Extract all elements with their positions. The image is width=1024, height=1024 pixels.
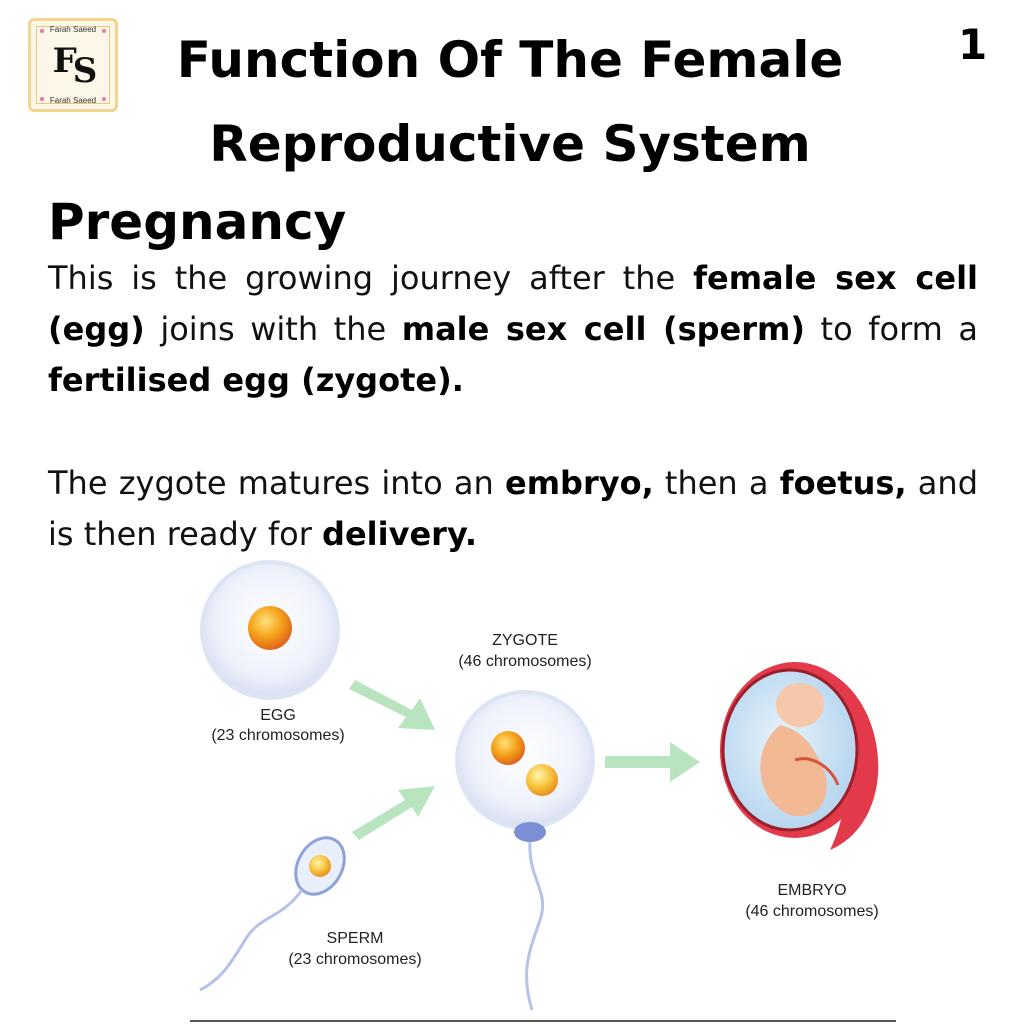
section-heading: Pregnancy <box>48 193 347 251</box>
logo-frame <box>36 26 110 104</box>
arrow-zygote-to-embryo <box>605 742 700 782</box>
term-zygote: fertilised egg (zygote). <box>48 361 464 399</box>
sperm-chromosomes: (23 chromosomes) <box>288 951 421 968</box>
egg-chromosomes: (23 chromosomes) <box>211 727 344 744</box>
term-male-sex-cell: male sex cell (sperm) <box>401 310 805 348</box>
arrow-egg-to-zygote <box>349 680 435 730</box>
brand-logo: Farah Saeed FS Farah Saeed <box>28 18 118 112</box>
zygote-chromosomes: (46 chromosomes) <box>458 653 591 670</box>
paragraph-fertilisation: This is the growing journey after the fe… <box>48 259 979 399</box>
fertilisation-diagram: EGG (23 chromosomes) ZYGOTE (46 chromoso… <box>190 560 896 1022</box>
sperm-label: SPERM <box>327 930 384 947</box>
title-line-2: Reproductive System <box>209 115 811 173</box>
embryo-label: EMBRYO <box>777 882 846 899</box>
term-embryo: embryo, <box>504 464 654 502</box>
page-number: 1 <box>958 20 988 69</box>
logo-dot <box>102 29 106 33</box>
page-title: Function Of The Female Reproductive Syst… <box>130 18 890 186</box>
logo-dot <box>40 97 44 101</box>
zygote-cell <box>455 690 595 1011</box>
logo-dot <box>40 29 44 33</box>
embryo-illustration <box>720 662 879 850</box>
term-foetus: foetus, <box>779 464 907 502</box>
term-female-sex-cell: female sex cell (egg) <box>48 259 979 348</box>
term-delivery: delivery. <box>322 515 478 553</box>
paragraph-development: The zygote matures into an embryo, then … <box>48 464 979 553</box>
logo-monogram: FS <box>52 41 98 91</box>
egg-label: EGG <box>260 707 296 724</box>
arrow-sperm-to-zygote <box>352 786 435 840</box>
logo-text-bottom: Farah Saeed <box>49 96 97 105</box>
zygote-label: ZYGOTE <box>492 632 558 649</box>
logo-text-top: Farah Saeed <box>49 25 97 34</box>
egg-cell <box>200 560 340 700</box>
logo-dot <box>102 97 106 101</box>
title-line-1: Function Of The Female <box>176 31 844 89</box>
sperm-cell <box>199 836 346 992</box>
embryo-chromosomes: (46 chromosomes) <box>745 903 878 920</box>
